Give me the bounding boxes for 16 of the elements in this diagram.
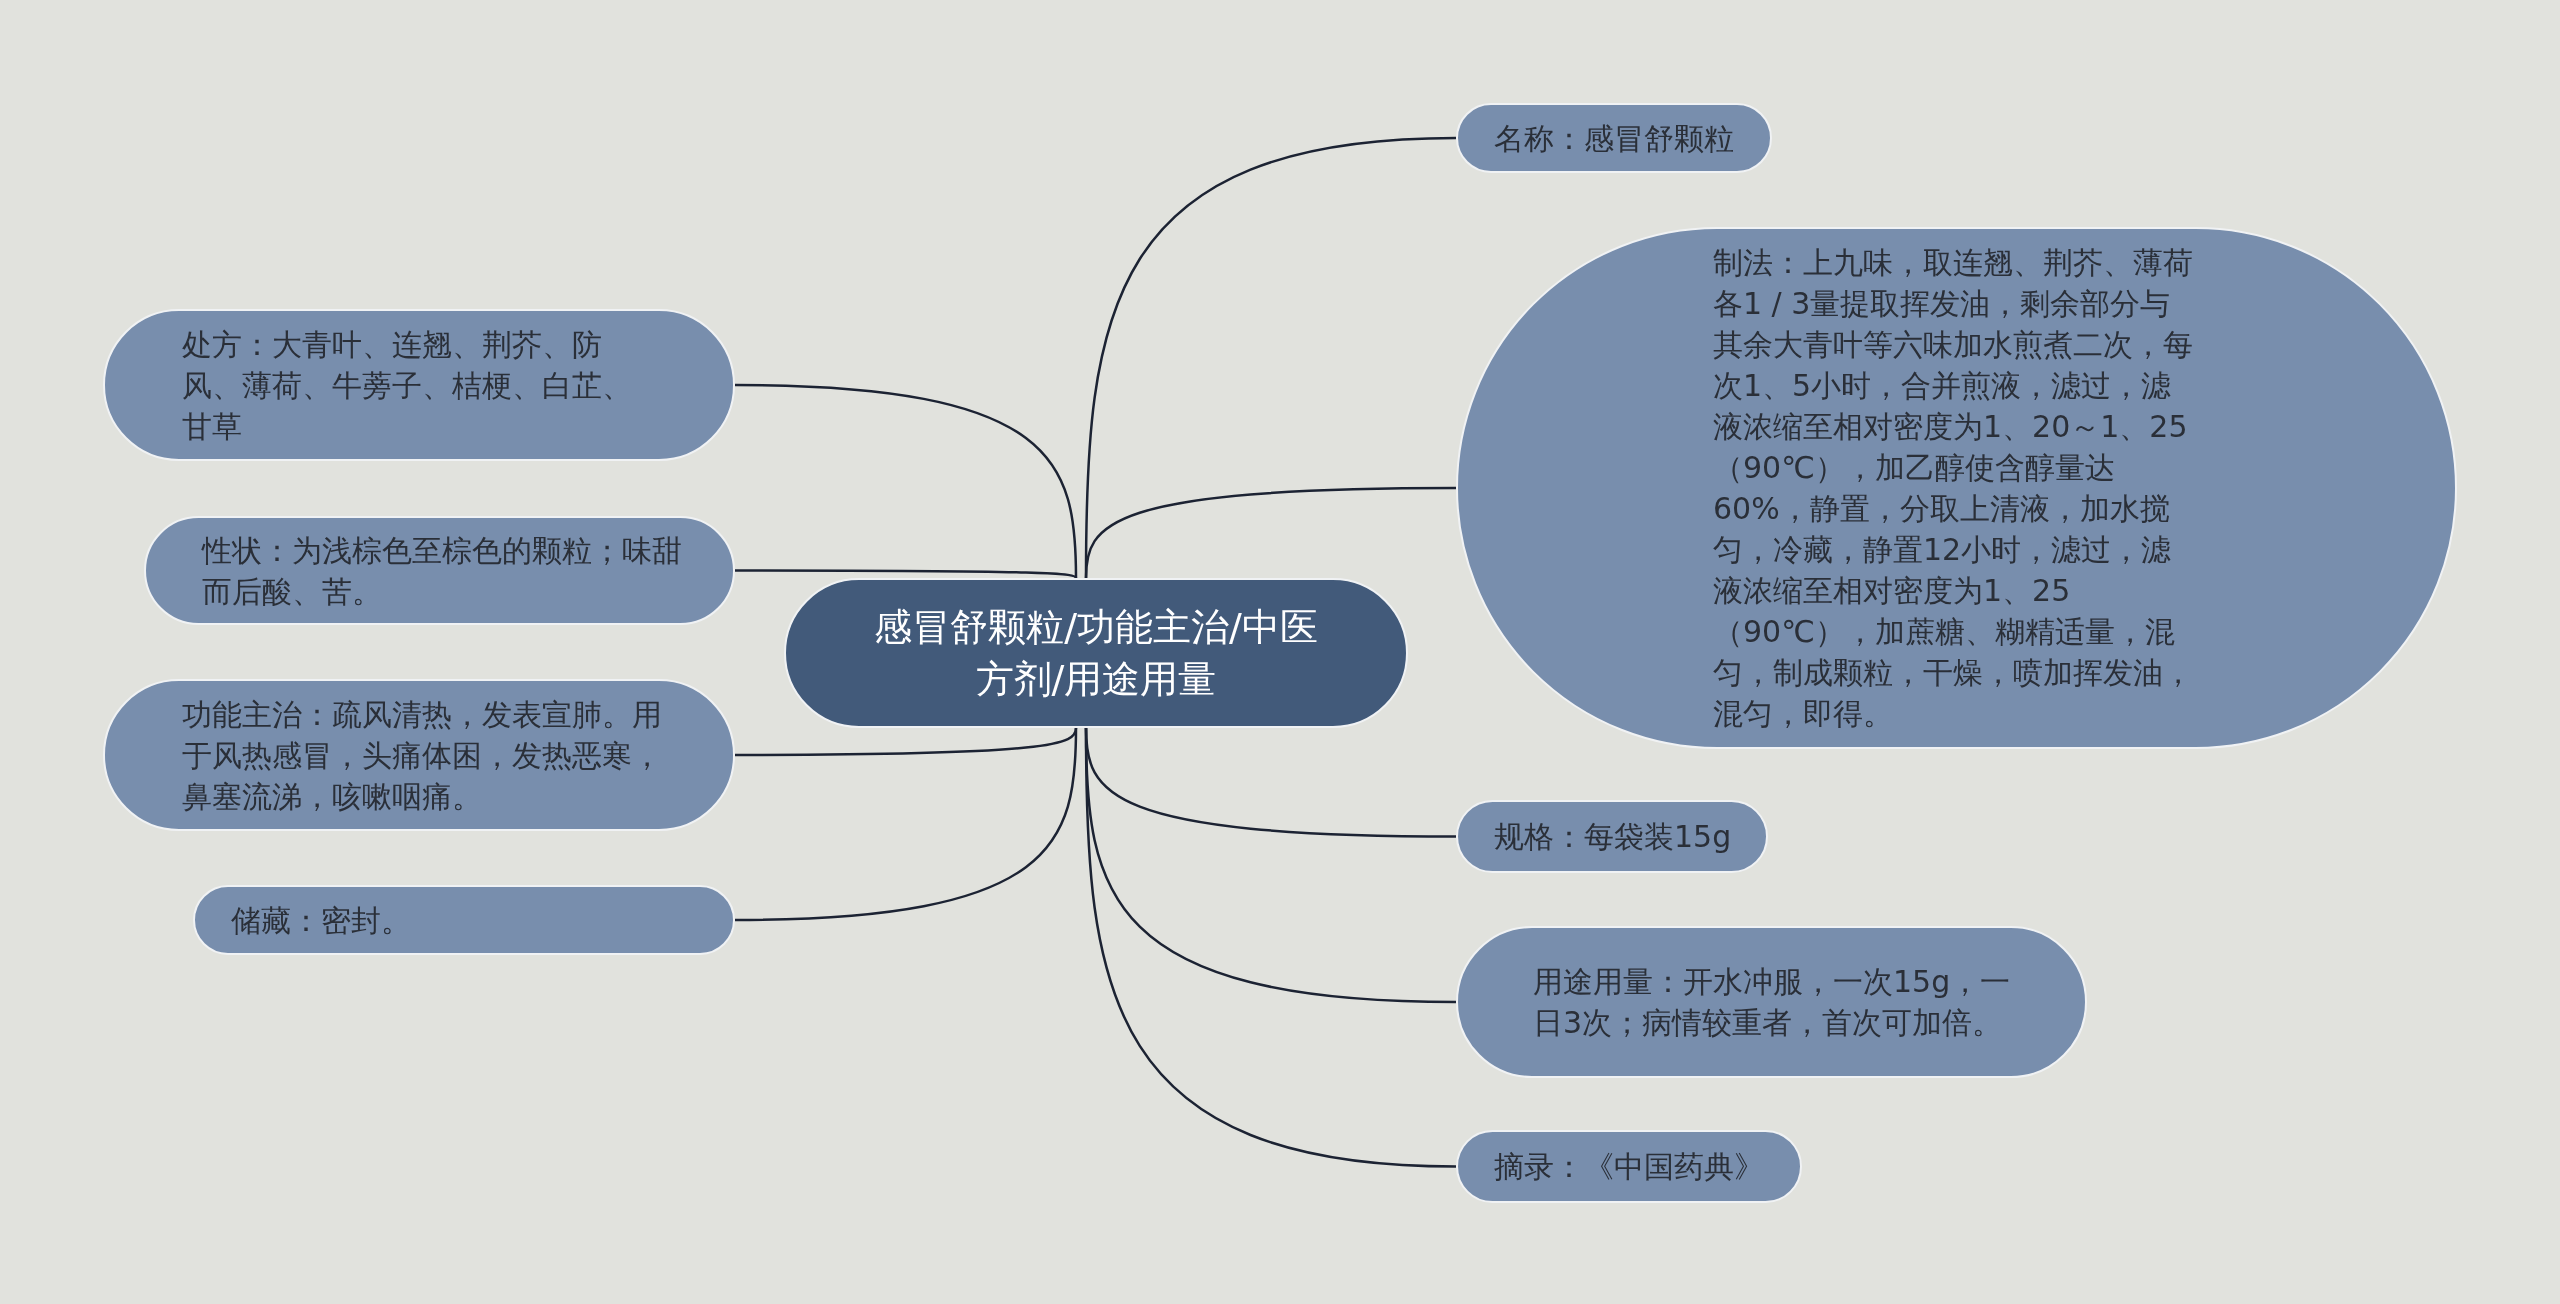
topic-text: 规格：每袋装15g bbox=[1494, 818, 1732, 856]
connector-line bbox=[1084, 728, 1457, 1168]
topic-text: 储藏：密封。 bbox=[231, 901, 411, 940]
connector-line bbox=[734, 727, 1078, 922]
connector-line bbox=[1084, 486, 1456, 579]
central-topic-text: 感冒舒颗粒/功能主治/中医方剂/用途用量 bbox=[873, 604, 1319, 703]
connector-line bbox=[735, 569, 1077, 579]
topic-text: 性状：为浅棕色至棕色的颗粒；味甜而后酸、苦。 bbox=[202, 531, 682, 611]
topic-text: 制法：上九味，取连翘、荆芥、薄荷各1 / 3量提取挥发油，剩余部分与其余大青叶等六味加水煎煮二次，每次1、5小时，合并煎液，滤过，滤液浓缩至相对密度为1、20～1、25（90℃），加乙醇使含醇量达60%，静置，分取上清液，加水搅匀，冷藏，静置12小时，滤过，滤液浓缩至相对密度为1、25（90℃），加蔗糖、糊精适量，混匀，制成颗粒，干燥，喷加挥发油，混匀，即得。 bbox=[1713, 244, 2193, 733]
connector-line bbox=[734, 383, 1078, 579]
topic-text: 摘录：《中国药典》 bbox=[1494, 1148, 1764, 1186]
connector-line bbox=[735, 727, 1078, 757]
topic-text: 用途用量：开水冲服，一次15g，一日3次；病情较重者，首次可加倍。 bbox=[1533, 963, 2012, 1042]
topic-text: 名称：感冒舒颗粒 bbox=[1494, 119, 1734, 158]
topic-text: 功能主治：疏风清热，发表宣肺。用于风热感冒，头痛体困，发热恶寒，鼻塞流涕，咳嗽咽痛。 bbox=[182, 695, 662, 816]
topic-text: 处方：大青叶、连翘、荆芥、防风、薄荷、牛蒡子、桔梗、白芷、甘草 bbox=[182, 325, 633, 446]
